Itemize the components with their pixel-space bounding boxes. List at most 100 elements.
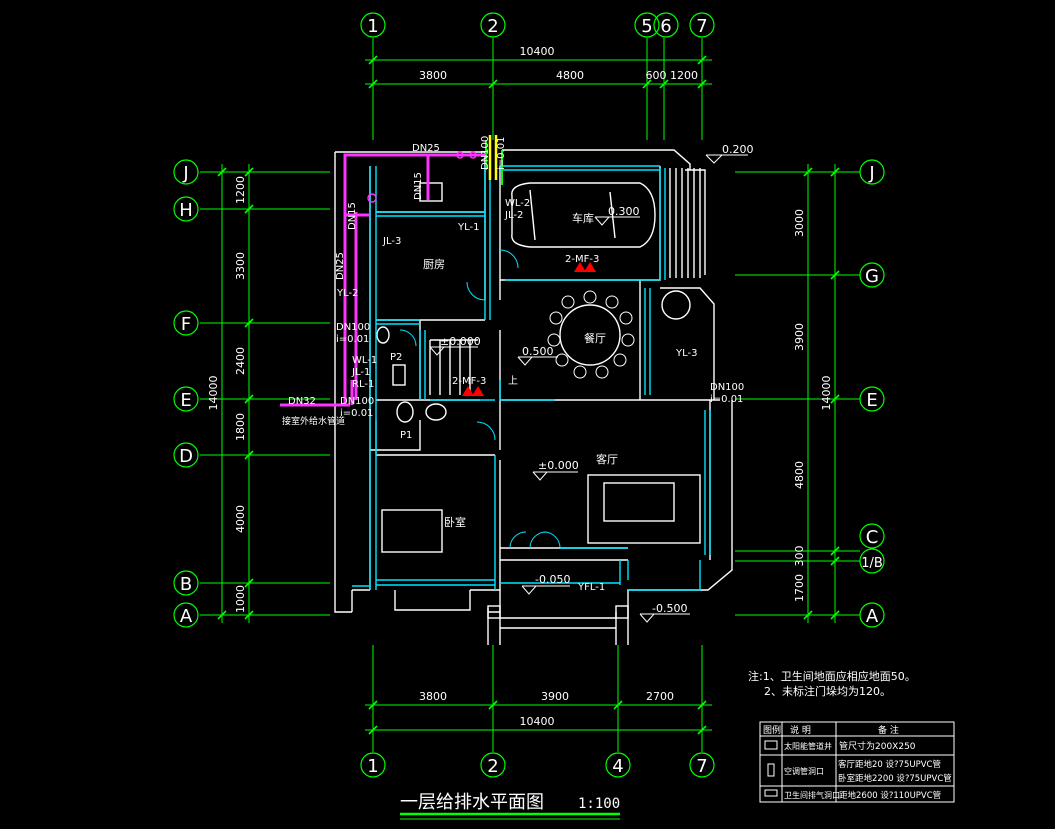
- axis-right-a: A: [866, 606, 879, 627]
- label-dn15-v: DN15: [413, 172, 424, 200]
- label-p2: P2: [390, 352, 402, 363]
- axis-left-f: F: [181, 314, 191, 335]
- dim-right-1: 3000: [793, 209, 806, 237]
- dimension-texts: 10400 3800 4800 600 1200 3800 3900 2700 …: [207, 45, 833, 728]
- axis-left-j: J: [182, 163, 188, 184]
- label-dn100-top-a: DN100: [480, 136, 491, 170]
- legend-header-note: 备 注: [878, 724, 899, 736]
- dim-top-1: 3800: [419, 69, 447, 82]
- dim-right-4: 300: [793, 546, 806, 567]
- axis-right-g: G: [865, 266, 879, 287]
- dim-left-1: 1200: [234, 176, 247, 204]
- label-dn25-top: DN25: [412, 143, 440, 154]
- elev-dining: 0.500: [522, 345, 554, 358]
- room-garage: 车库: [572, 211, 594, 225]
- door-swings: [399, 249, 561, 549]
- riser-pipes: [485, 140, 503, 185]
- legend-row1-note: 管尺寸为200X250: [839, 740, 916, 752]
- axis-bubbles: [173, 12, 885, 778]
- dim-bottom-2: 3900: [541, 690, 569, 703]
- label-i001-left: i=0.01: [336, 334, 369, 345]
- dim-bottom-total: 10400: [520, 715, 555, 728]
- axis-top-2: 2: [487, 16, 498, 37]
- legend-row3-note: 距地2600 设?110UPVC管: [839, 790, 941, 801]
- label-dn15-k: DN15: [347, 202, 358, 230]
- pipe-fittings: [367, 151, 477, 203]
- room-bedroom: 卧室: [444, 515, 466, 529]
- drawing-title: 一层给排水平面图: [400, 792, 544, 813]
- axis-top-1: 1: [367, 16, 378, 37]
- note-2: 2、未标注门垛均为120。: [764, 684, 891, 698]
- axis-left-a: A: [180, 606, 193, 627]
- label-dn25-left: DN25: [335, 252, 346, 280]
- label-i001-low: i=0.01: [340, 408, 373, 419]
- room-kitchen: 厨房: [423, 258, 445, 271]
- label-mf3-b: 2-MF-3: [452, 376, 486, 387]
- elev-garage-top: 0.200: [722, 143, 754, 156]
- axis-left-e: E: [180, 390, 191, 411]
- legend-text: 图例 说 明 备 注 太阳能管道井 管尺寸为200X250 空调管洞口 客厅距地…: [763, 724, 952, 801]
- axis-left-d: D: [179, 446, 193, 467]
- legend-row2-note1: 客厅距地20 设?75UPVC管: [838, 759, 941, 770]
- supply-pipes: [280, 153, 485, 407]
- dim-left-4: 1800: [234, 413, 247, 441]
- label-dn100-low: DN100: [340, 396, 374, 407]
- dim-right-2: 3900: [793, 323, 806, 351]
- grid-lines: [200, 38, 860, 752]
- dim-left-5: 4000: [234, 505, 247, 533]
- dim-bottom-3: 2700: [646, 690, 674, 703]
- elevation-labels: 0.200 0.300 ±0.000 0.500 ±0.000 -0.050 -…: [440, 143, 754, 615]
- dim-left-6: 1000: [234, 585, 247, 613]
- label-i001-e: i=0.01: [710, 394, 743, 405]
- label-jl2: JL-2: [504, 210, 523, 221]
- legend-row2-name: 空调管洞口: [784, 766, 824, 776]
- markers: [462, 262, 596, 396]
- elev-outside: -0.500: [652, 602, 687, 615]
- label-yl2: YL-2: [336, 288, 358, 299]
- axis-left-b: B: [180, 574, 192, 595]
- legend-row3-name: 卫生间排气洞口: [784, 790, 840, 800]
- room-dining: 餐厅: [584, 331, 606, 345]
- legend-header-icon: 图例: [763, 724, 781, 736]
- dim-top-2: 4800: [556, 69, 584, 82]
- pipe-labels: DN25 DN15 DN15 DN25 DN100 i=0.01 DN100 i…: [282, 136, 744, 593]
- label-yl3: YL-3: [675, 348, 697, 359]
- legend-table: [759, 721, 955, 803]
- dim-top-4: 1200: [670, 69, 698, 82]
- label-dn100-top-b: i=0.01: [496, 137, 507, 170]
- label-wl1: WL-1: [352, 355, 377, 366]
- dim-right-3: 4800: [793, 461, 806, 489]
- axis-top-7: 7: [696, 16, 707, 37]
- elev-porch: -0.050: [535, 573, 570, 586]
- windows: [352, 165, 711, 591]
- axis-bottom-1: 1: [367, 756, 378, 777]
- dim-right-5: 1700: [793, 574, 806, 602]
- room-labels: 厨房 车库 餐厅 客厅 卧室: [423, 211, 618, 529]
- axis-left-h: H: [179, 200, 193, 221]
- axis-bottom-4: 4: [612, 756, 623, 777]
- room-living: 客厅: [596, 452, 618, 466]
- dim-left-2: 3300: [234, 252, 247, 280]
- axis-right-j: J: [868, 163, 874, 184]
- legend-header-desc: 说 明: [790, 724, 811, 736]
- note-1: 注:1、卫生间地面应相应地面50。: [748, 669, 916, 683]
- label-p1: P1: [400, 430, 412, 441]
- axis-right-e: E: [866, 390, 877, 411]
- label-up: 上: [508, 375, 518, 387]
- dim-left-total: 14000: [207, 376, 220, 411]
- axis-labels: 1 2 5 6 7 1 2 4 7 J H F E D B A J G E C …: [179, 16, 883, 777]
- label-yl1: YL-1: [457, 222, 479, 233]
- dim-bottom-1: 3800: [419, 690, 447, 703]
- dining-chairs: [547, 290, 635, 379]
- axis-top-5: 5: [641, 16, 652, 37]
- elevation-triangles: [429, 154, 748, 623]
- drawing-scale: 1:100: [578, 796, 620, 812]
- legend-row1-name: 太阳能管道井: [784, 741, 832, 751]
- label-jl3: JL-3: [382, 236, 401, 247]
- dim-top-3: 600: [646, 69, 667, 82]
- elev-stair: ±0.000: [440, 335, 481, 348]
- dim-right-total: 14000: [820, 376, 833, 411]
- axis-right-1b: 1/B: [861, 556, 883, 571]
- label-dn100-left: DN100: [336, 322, 370, 333]
